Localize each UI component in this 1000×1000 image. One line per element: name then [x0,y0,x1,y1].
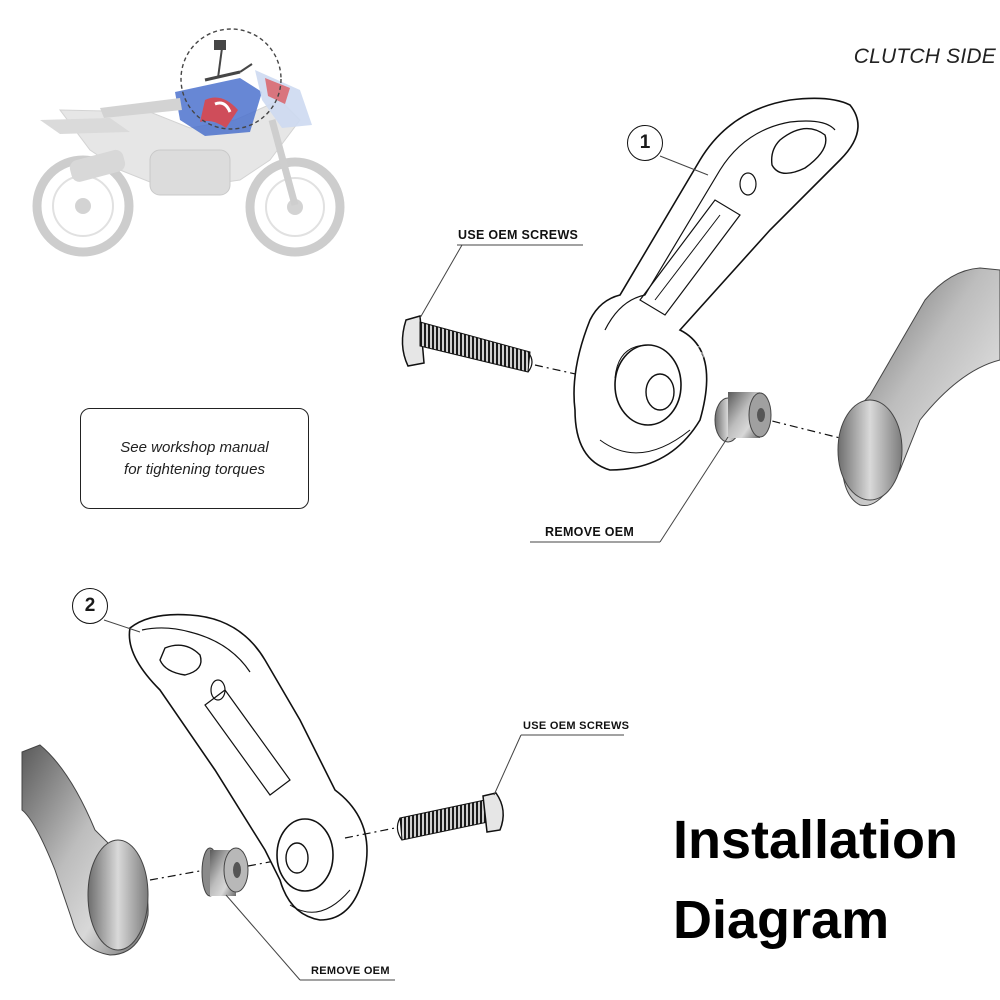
oem-spacer-1 [714,392,772,443]
note-line-2: for tightening torques [124,460,265,478]
highlight-circle [180,28,282,130]
oem-screw-1 [401,315,533,373]
title-line-2: Diagram [673,890,890,950]
oem-spacer-2 [201,847,249,897]
watermark-text: STAR MOON KNIGHT [693,343,890,363]
oem-lever-arm-2 [21,744,149,956]
step1-leaders [419,155,729,543]
motorcycle-illustration [32,28,345,257]
step2-screw-callout: USE OEM SCREWS [523,720,630,732]
step1-number-badge: 1 [627,125,663,161]
step2-number-badge: 2 [72,588,108,624]
step1-assembly [401,97,1000,507]
oem-screw-2 [396,792,504,841]
torque-note-box: See workshop manual for tightening torqu… [80,408,309,509]
step1-screw-callout: USE OEM SCREWS [458,228,579,242]
note-line-1: See workshop manual [120,438,269,456]
step2-assembly [21,613,504,956]
oem-lever-arm-1 [837,267,1000,507]
bracket-2 [128,613,368,921]
bracket-1 [573,97,859,471]
step2-spacer-callout: REMOVE OEM [311,965,390,977]
step2-leaders [103,619,624,981]
clutch-side-label: CLUTCH SIDE [853,45,996,68]
step1-spacer-callout: REMOVE OEM [545,525,635,539]
title-line-1: Installation [673,810,959,870]
front-wheel [245,157,345,257]
